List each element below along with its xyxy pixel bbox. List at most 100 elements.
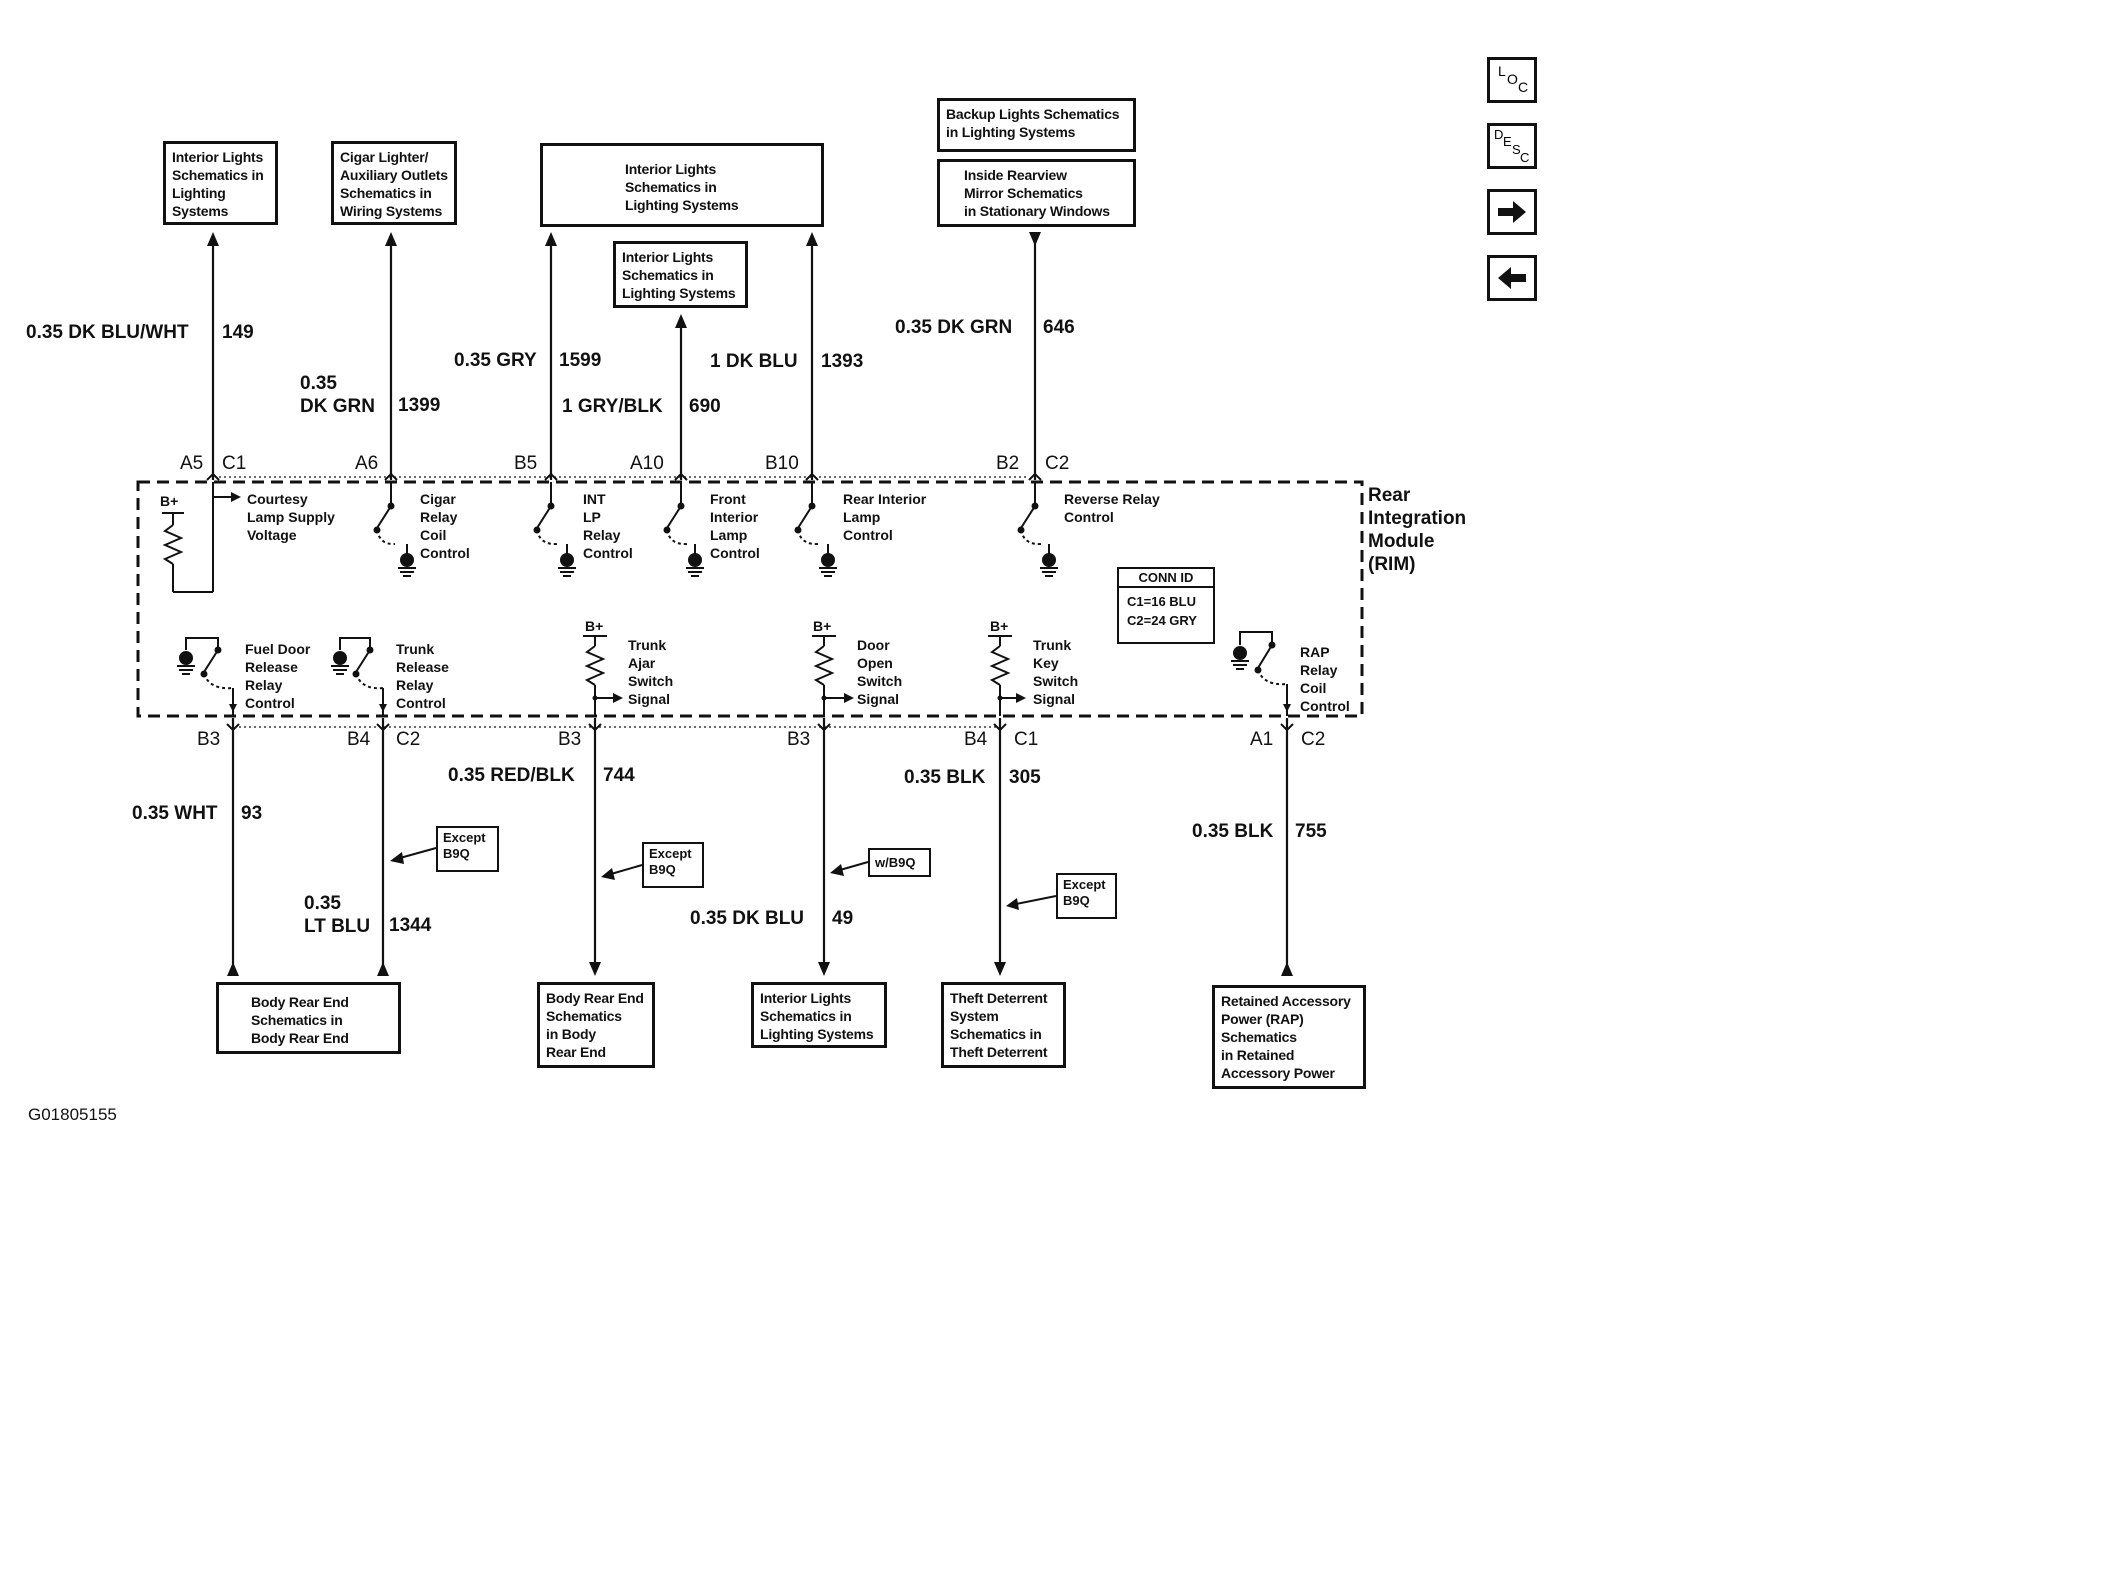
bplus-label: B+ bbox=[813, 618, 832, 634]
connector-label: C2 bbox=[1045, 453, 1070, 474]
bplus-label: B+ bbox=[585, 618, 604, 634]
wire-color-label: 0.35 DK GRN bbox=[300, 373, 375, 417]
wire-color-label: 0.35 BLK bbox=[1192, 821, 1274, 842]
cigar-relay-label: Cigar Relay Coil Control bbox=[420, 491, 470, 561]
option-note: Except B9Q bbox=[642, 842, 704, 888]
svg-text:L: L bbox=[1498, 63, 1506, 79]
wire-color-label: 1 GRY/BLK bbox=[562, 396, 663, 417]
previous-button[interactable] bbox=[1487, 255, 1537, 301]
pin-label: B4 bbox=[964, 729, 988, 750]
interior-lights-box-2: Interior Lights Schematics in Lighting S… bbox=[540, 143, 824, 227]
circuit-number: 93 bbox=[241, 803, 263, 824]
arrow-up bbox=[377, 962, 389, 976]
circuit-number: 646 bbox=[1043, 317, 1075, 338]
trunk-release-relay-label: Trunk Release Relay Control bbox=[396, 641, 449, 711]
module-boundary bbox=[136, 480, 1364, 718]
arrow-down bbox=[994, 962, 1006, 976]
circuit-number: 49 bbox=[832, 908, 854, 929]
connector-label: C1 bbox=[222, 453, 247, 474]
connector-label: C1 bbox=[1014, 729, 1039, 750]
pin-label: B3 bbox=[787, 729, 811, 750]
conn-id-box: CONN ID C1=16 BLU C2=24 GRY bbox=[1117, 567, 1215, 644]
loc-icon: L O C bbox=[1498, 63, 1528, 95]
arrow-up bbox=[545, 232, 557, 246]
pin-label: A1 bbox=[1250, 729, 1274, 750]
pin-label: B3 bbox=[558, 729, 582, 750]
bplus-label: B+ bbox=[160, 493, 179, 509]
pin-label: A6 bbox=[355, 453, 379, 474]
front-interior-lamp-label: Front Interior Lamp Control bbox=[710, 491, 760, 561]
arrow-up bbox=[385, 232, 397, 246]
door-open-label: Door Open Switch Signal bbox=[857, 637, 903, 707]
module-name: Rear Integration Module (RIM) bbox=[1368, 485, 1467, 575]
connector-label: C2 bbox=[1301, 729, 1326, 750]
pin-label: B4 bbox=[347, 729, 371, 750]
fuel-door-relay-label: Fuel Door Release Relay Control bbox=[245, 641, 311, 711]
cigar-lighter-box: Cigar Lighter/ Auxiliary Outlets Schemat… bbox=[331, 141, 457, 225]
circuit-number: 690 bbox=[689, 396, 721, 417]
circuit-number: 1393 bbox=[821, 351, 864, 372]
interior-lights-box-4: Interior Lights Schematics in Lighting S… bbox=[751, 982, 887, 1048]
wire-color-label: 0.35 LT BLU bbox=[304, 893, 371, 937]
description-button[interactable]: D E S C bbox=[1487, 123, 1537, 169]
wire-color-label: 0.35 DK GRN bbox=[895, 317, 1013, 338]
arrow-up bbox=[675, 314, 687, 328]
theft-deterrent-box: Theft Deterrent System Schematics in The… bbox=[941, 982, 1066, 1068]
next-button[interactable] bbox=[1487, 189, 1537, 235]
wire-color-label: 0.35 BLK bbox=[904, 767, 986, 788]
body-rear-end-box-1: Body Rear End Schematics in Body Rear En… bbox=[216, 982, 401, 1054]
arrow-up bbox=[806, 232, 818, 246]
conn-id-lines: C1=16 BLU C2=24 GRY bbox=[1127, 594, 1197, 628]
bplus-label: B+ bbox=[990, 618, 1009, 634]
circuit-number: 744 bbox=[603, 765, 635, 786]
trunk-ajar-label: Trunk Ajar Switch Signal bbox=[628, 637, 674, 707]
wire-color-label: 0.35 DK BLU bbox=[690, 908, 805, 929]
circuit-number: 1344 bbox=[389, 915, 432, 936]
circuit-number: 1399 bbox=[398, 395, 441, 416]
figure-id: G01805155 bbox=[28, 1105, 117, 1124]
arrow-down bbox=[589, 962, 601, 976]
circuit-number: 149 bbox=[222, 322, 254, 343]
connector-label: C2 bbox=[396, 729, 421, 750]
location-button[interactable]: L O C bbox=[1487, 57, 1537, 103]
pin-label: B5 bbox=[514, 453, 538, 474]
rap-box: Retained Accessory Power (RAP) Schematic… bbox=[1212, 985, 1366, 1089]
wire-color-label: 0.35 WHT bbox=[132, 803, 218, 824]
svg-text:O: O bbox=[1507, 71, 1518, 87]
svg-text:C: C bbox=[1520, 150, 1529, 165]
circuit-number: 1599 bbox=[559, 350, 602, 371]
wire-color-label: 0.35 GRY bbox=[454, 350, 537, 371]
backup-lights-box: Backup Lights Schematics in Lighting Sys… bbox=[937, 98, 1136, 152]
svg-text:E: E bbox=[1503, 134, 1512, 149]
wiring-diagram bbox=[136, 232, 1364, 976]
pin-label: A10 bbox=[630, 453, 664, 474]
arrow-left-icon bbox=[1498, 267, 1526, 289]
int-lp-relay-label: INT LP Relay Control bbox=[583, 491, 633, 561]
inside-rearview-mirror-box: Inside Rearview Mirror Schematics in Sta… bbox=[937, 159, 1136, 227]
arrow-down bbox=[818, 962, 830, 976]
interior-lights-box-3: Interior Lights Schematics in Lighting S… bbox=[613, 241, 748, 308]
arrow-right-icon bbox=[1498, 201, 1526, 223]
arrow-up bbox=[207, 232, 219, 246]
arrow-up bbox=[1281, 962, 1293, 976]
svg-text:S: S bbox=[1512, 142, 1521, 157]
rap-relay-label: RAP Relay Coil Control bbox=[1300, 644, 1350, 714]
wire-color-label: 0.35 RED/BLK bbox=[448, 765, 575, 786]
option-note: w/B9Q bbox=[868, 848, 931, 877]
pin-label: B2 bbox=[996, 453, 1020, 474]
reverse-relay-label: Reverse Relay Control bbox=[1064, 491, 1160, 525]
rear-interior-lamp-label: Rear Interior Lamp Control bbox=[843, 491, 927, 543]
svg-text:D: D bbox=[1494, 127, 1503, 142]
wire-color-label: 1 DK BLU bbox=[710, 351, 798, 372]
pin-label: A5 bbox=[180, 453, 204, 474]
body-rear-end-box-2: Body Rear End Schematics in Body Rear En… bbox=[537, 982, 655, 1068]
circuit-number: 755 bbox=[1295, 821, 1327, 842]
trunk-key-label: Trunk Key Switch Signal bbox=[1033, 637, 1079, 707]
pin-label: B10 bbox=[765, 453, 799, 474]
wire-color-label: 0.35 DK BLU/WHT bbox=[26, 322, 189, 343]
svg-text:C: C bbox=[1518, 79, 1528, 95]
circuit-number: 305 bbox=[1009, 767, 1041, 788]
option-note: Except B9Q bbox=[1056, 873, 1117, 919]
pin-label: B3 bbox=[197, 729, 221, 750]
option-note: Except B9Q bbox=[436, 826, 499, 872]
